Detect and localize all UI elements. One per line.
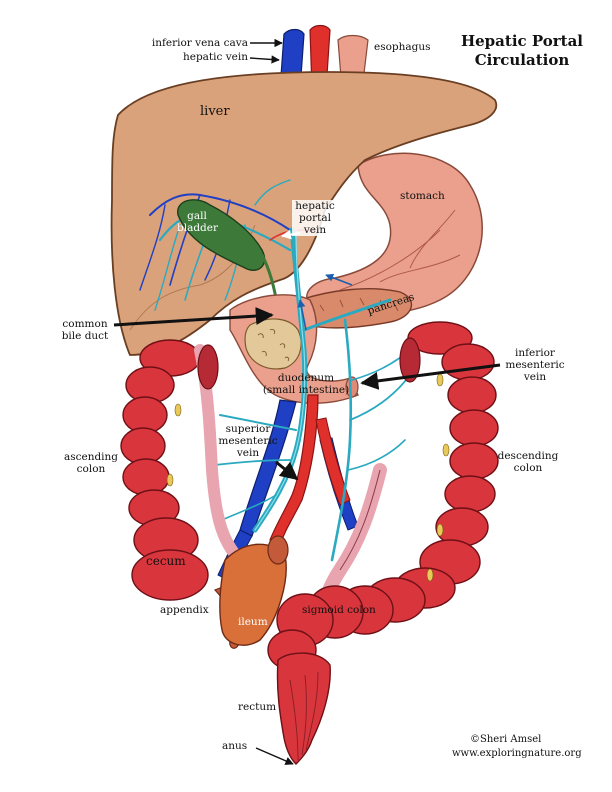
aorta-right-branch [315, 417, 351, 506]
superior-mesenteric-leader [275, 460, 299, 481]
label-duodenum-line-2: (small intestine) [262, 384, 350, 396]
credit-site: www.exploringnature.org [452, 748, 582, 759]
anus-leader [255, 747, 294, 765]
fat-pad-texture [257, 328, 290, 362]
label-superior-mesenteric-vein: superior mesenteric vein [216, 423, 280, 459]
rectum-folds [289, 671, 319, 761]
label-inferior-mesenteric-vein-line-3: vein [523, 371, 547, 383]
label-sigmoid-colon: sigmoid colon [302, 604, 376, 616]
label-descending-colon-line-2: colon [513, 462, 543, 474]
label-inferior-mesenteric-vein-line-1: inferior [515, 347, 555, 359]
label-ascending-colon-line-2: colon [76, 463, 106, 475]
label-gall-bladder: gall bladder [177, 210, 219, 234]
portal-flow-arrow-2 [297, 299, 307, 331]
label-gall-bladder-line-1: gall [187, 210, 207, 222]
label-hepatic-vein: hepatic vein [182, 51, 248, 63]
label-duodenum: duodenum (small intestine) [256, 372, 356, 396]
hepatic-vein-leader [249, 55, 280, 64]
rectum-organ [276, 652, 331, 765]
label-hepatic-portal-vein: hepatic portal vein [292, 200, 338, 236]
portal-flow-arrow-1 [325, 273, 353, 286]
descending-colon-fat [426, 373, 450, 582]
ascending-colon-organ [120, 339, 209, 601]
label-ileum: ileum [238, 616, 268, 628]
label-cecum: cecum [146, 554, 186, 568]
label-hepatic-portal-vein-line-3: vein [303, 224, 327, 236]
title-line-2: Circulation [474, 51, 570, 69]
label-superior-mesenteric-vein-line-3: vein [236, 447, 260, 459]
label-hepatic-portal-vein-line-1: hepatic [295, 200, 335, 212]
gall-bladder-organ [177, 199, 266, 271]
label-ascending-colon: ascending colon [58, 451, 124, 475]
ileum-cut [267, 535, 289, 565]
label-descending-colon: descending colon [492, 450, 564, 474]
credit-author: ©Sheri Amsel [470, 734, 542, 745]
diagram-title: Hepatic Portal Circulation [452, 32, 592, 70]
sigmoid-inner-wall-outline [339, 469, 381, 571]
ascending-colon-fat [166, 403, 182, 487]
label-ascending-colon-line-1: ascending [63, 451, 119, 463]
ascending-colon-cut [197, 344, 219, 390]
label-hepatic-portal-vein-line-2: portal [299, 212, 331, 224]
label-superior-mesenteric-vein-line-1: superior [225, 423, 271, 435]
label-superior-mesenteric-vein-line-2: mesenteric [218, 435, 278, 447]
label-common-bile-duct-line-2: bile duct [61, 330, 109, 342]
label-stomach: stomach [400, 190, 445, 202]
fat-pad [244, 318, 302, 370]
label-common-bile-duct: common bile duct [52, 318, 118, 342]
label-anus: anus [222, 740, 248, 752]
descending-colon-cut [399, 337, 421, 383]
label-inferior-mesenteric-vein-line-2: mesenteric [505, 359, 565, 371]
label-inferior-vena-cava: inferior vena cava [151, 37, 248, 49]
label-duodenum-line-1: duodenum [277, 372, 335, 384]
label-rectum: rectum [238, 701, 277, 713]
bile-duct-leader [113, 307, 274, 327]
label-inferior-mesenteric-vein: inferior mesenteric vein [500, 347, 570, 383]
portal-vein-system [214, 227, 416, 562]
label-descending-colon-line-1: descending [497, 450, 559, 462]
label-common-bile-duct-line-1: common [62, 318, 108, 330]
label-gall-bladder-line-2: bladder [177, 222, 219, 234]
label-liver: liver [200, 104, 230, 119]
stomach-vessels [339, 209, 461, 291]
label-esophagus: esophagus [374, 41, 431, 53]
title-line-1: Hepatic Portal [460, 32, 584, 50]
label-appendix: appendix [160, 604, 209, 616]
inferior-mesenteric-leader [360, 363, 501, 390]
pancreas-texture [319, 297, 399, 312]
